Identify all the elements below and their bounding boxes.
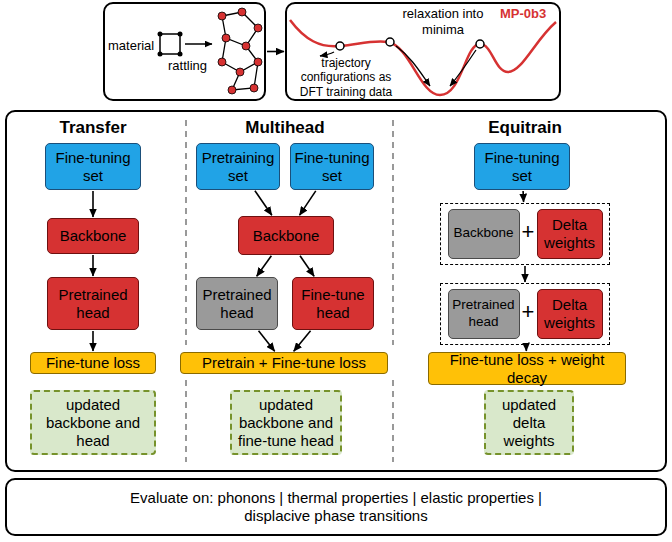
trainable-box: Delta weights — [537, 209, 603, 259]
box-label: updated delta weights — [489, 396, 569, 450]
flow-arrow — [92, 191, 94, 217]
column-heading: Multihead — [215, 118, 355, 138]
box-label: updated backbone and fine-tune head — [235, 396, 337, 450]
flow-arrow — [259, 331, 275, 351]
panel-label: MP-0b3 — [500, 6, 558, 22]
flow-arrow — [294, 331, 311, 351]
column-separator — [186, 120, 393, 462]
flow-arrow — [92, 331, 94, 351]
box-label: Fine-tune loss + weight decay — [432, 351, 622, 387]
loss-box: Fine-tune loss + weight decay — [428, 352, 626, 385]
box-label: Pretrained head — [51, 286, 135, 322]
loss-box: Pretrain + Fine-tune loss — [180, 352, 388, 374]
rattling-arrow — [185, 43, 212, 45]
panel-box: Evaluate on: phonons | thermal propertie… — [5, 478, 667, 536]
group-box: Backbone Delta weights+ — [440, 203, 610, 265]
box-label: Delta weights — [541, 296, 599, 332]
flow-arrow — [257, 256, 272, 276]
loss-box: Fine-tune loss — [30, 352, 156, 374]
plus-sign: + — [520, 299, 536, 325]
box-label: Fine-tuning set — [294, 149, 370, 185]
panel-label: material — [108, 38, 160, 54]
rattled-graph-atoms — [218, 8, 262, 94]
box-label: Backbone — [60, 227, 127, 245]
flow-arrow — [267, 51, 284, 53]
trainable-box: Backbone — [238, 216, 334, 255]
box-label: Evaluate on: phonons | thermal propertie… — [96, 489, 576, 525]
material-atoms — [158, 32, 183, 57]
box-label: Backbone — [453, 225, 513, 241]
flow-arrow — [300, 256, 314, 276]
dataset-box: Fine-tuning set — [290, 143, 374, 190]
box-label: Pretraining set — [200, 149, 276, 185]
box-label: Backbone — [253, 227, 320, 245]
material-square — [160, 34, 180, 54]
trainable-box: Fine-tune head — [292, 277, 374, 330]
box-label: Pretrained head — [200, 286, 274, 322]
dataset-box: Fine-tuning set — [474, 143, 570, 190]
trainable-box: Delta weights — [537, 289, 603, 339]
result-box: updated backbone and fine-tune head — [230, 390, 342, 455]
panel-label: relaxation into minima — [395, 6, 491, 37]
column-heading: Transfer — [23, 118, 163, 138]
column-heading: Equitrain — [455, 118, 595, 138]
group-box: Pretrained head Delta weights+ — [440, 283, 610, 345]
flow-arrow — [255, 191, 272, 215]
flow-arrow — [92, 255, 94, 276]
result-box: updated delta weights — [484, 390, 574, 455]
rattled-graph-bonds — [222, 12, 258, 90]
box-label: Fine-tune loss — [46, 354, 140, 372]
plus-sign: + — [520, 219, 536, 245]
box-label: Fine-tuning set — [478, 149, 566, 185]
frozen-box: Pretrained head — [196, 277, 278, 330]
box-label: Fine-tune head — [296, 286, 370, 322]
flow-arrow — [522, 191, 524, 202]
box-label: updated backbone and head — [35, 396, 151, 450]
frozen-box: Backbone — [448, 209, 520, 259]
result-box: updated backbone and head — [30, 390, 156, 455]
box-label: Pretrained head — [452, 297, 516, 329]
box-label: Fine-tuning set — [49, 149, 137, 185]
dataset-box: Pretraining set — [196, 143, 280, 190]
flow-arrow — [300, 191, 316, 215]
panel-box: relaxation into minima MP-0b3 trajectory c… — [285, 2, 561, 101]
dataset-box: Fine-tuning set — [45, 143, 141, 190]
trainable-box: Pretrained head — [47, 277, 139, 330]
box-label: Pretrain + Fine-tune loss — [202, 354, 366, 372]
flow-arrow — [525, 346, 527, 351]
trajectory-points — [336, 38, 484, 50]
panel-label: rattling — [168, 58, 220, 74]
panel-box: Fine-tuning setBackbonePretrained headFi… — [5, 110, 667, 472]
panel-box: material rattling — [103, 2, 266, 101]
panel-label: trajectory configurations as DFT trainin… — [296, 56, 396, 99]
trainable-box: Backbone — [47, 218, 139, 254]
frozen-box: Pretrained head — [448, 289, 520, 339]
flow-arrow — [524, 266, 526, 282]
box-label: Delta weights — [541, 216, 599, 252]
